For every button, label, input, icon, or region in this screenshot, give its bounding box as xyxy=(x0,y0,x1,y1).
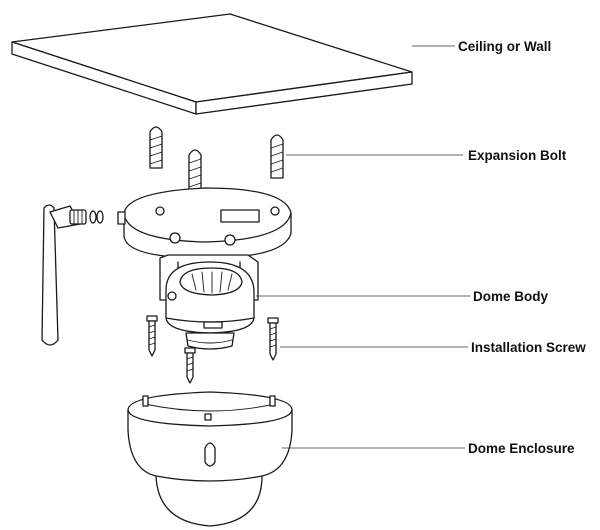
installation-screw-left xyxy=(146,315,158,357)
label-dome-body: Dome Body xyxy=(473,289,549,304)
label-ceiling-or-wall: Ceiling or Wall xyxy=(458,39,551,54)
expansion-bolt-right xyxy=(270,134,284,179)
antenna xyxy=(41,204,104,346)
dome-body xyxy=(117,187,292,350)
label-dome-enclosure: Dome Enclosure xyxy=(468,441,575,456)
ceiling-plate xyxy=(11,13,413,115)
expansion-bolt-left xyxy=(149,126,163,169)
installation-screw-right xyxy=(267,317,279,361)
label-expansion-bolt: Expansion Bolt xyxy=(468,148,567,163)
dome-enclosure xyxy=(127,391,293,527)
label-installation-screw: Installation Screw xyxy=(471,340,586,355)
installation-screw-center xyxy=(184,347,196,384)
